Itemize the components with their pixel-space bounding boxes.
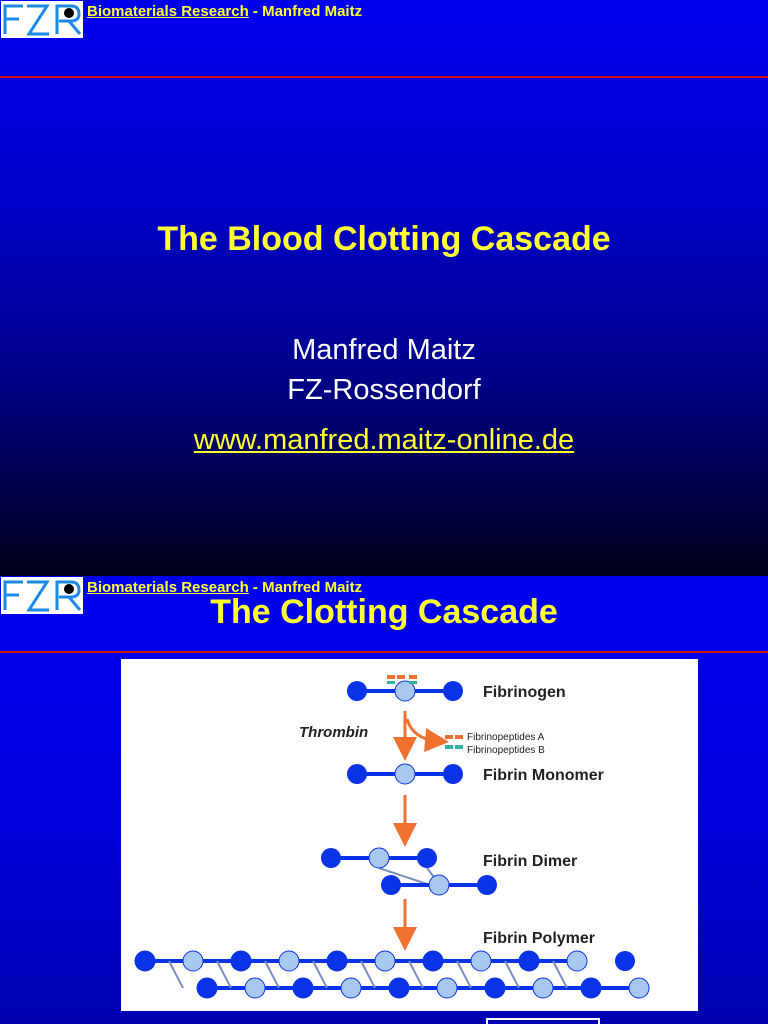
fibrin-polymer-label: Fibrin Polymer	[483, 930, 595, 947]
fibrin-polymerization-diagram: Fibrinogen Thrombin Fibrinopeptides A Fi…	[121, 659, 698, 1011]
fibrin-polymer-molecule	[134, 950, 650, 999]
polymer-node	[470, 950, 492, 972]
polymer-node	[374, 950, 396, 972]
polymer-node	[519, 951, 539, 971]
fibrin-diagram-svg: Fibrinogen Thrombin Fibrinopeptides A Fi…	[134, 675, 650, 999]
bottom-frame	[486, 1018, 600, 1024]
polymer-node	[532, 977, 554, 999]
fibrinopeptide-b-label: Fibrinopeptides B	[467, 745, 545, 756]
header-separator: -	[248, 3, 263, 20]
fibrinopeptide-a-label: Fibrinopeptides A	[467, 732, 545, 743]
header-author: Manfred Maitz	[262, 579, 363, 596]
peptide-release-arrow	[405, 718, 449, 752]
fibrin-monomer-label: Fibrin Monomer	[483, 767, 604, 784]
header-separator: -	[248, 579, 263, 596]
polymer-node	[340, 977, 362, 999]
biomaterials-link[interactable]: Biomaterials Research	[87, 579, 249, 596]
biomaterials-link[interactable]: Biomaterials Research	[87, 3, 249, 20]
clotting-cascade-slide: Biomaterials Research - Manfred Maitz Th…	[0, 576, 768, 1024]
polymer-node	[436, 977, 458, 999]
polymer-node	[278, 950, 300, 972]
polymer-node	[134, 950, 156, 972]
fibrin-dimer-label: Fibrin Dimer	[483, 853, 577, 870]
polymer-node	[244, 977, 266, 999]
fibrinogen-label: Fibrinogen	[483, 684, 566, 701]
polymer-node	[231, 951, 251, 971]
header-divider	[0, 651, 768, 653]
polymer-node	[182, 950, 204, 972]
fzr-logo	[1, 1, 83, 38]
header-author: Manfred Maitz	[262, 3, 363, 20]
polymer-node	[580, 977, 602, 999]
polymer-node	[484, 977, 506, 999]
slide-title: The Clotting Cascade	[210, 593, 558, 631]
thrombin-label: Thrombin	[299, 724, 368, 741]
polymer-node	[423, 951, 443, 971]
fibrin-monomer-molecule	[347, 763, 463, 785]
polymer-node	[196, 977, 218, 999]
polymer-node	[615, 951, 635, 971]
polymer-node	[327, 951, 347, 971]
slide-title: The Blood Clotting Cascade	[157, 220, 611, 258]
author-name: Manfred Maitz	[292, 334, 476, 366]
institution: FZ-Rossendorf	[287, 374, 481, 406]
fzr-logo	[1, 577, 83, 614]
polymer-node	[628, 977, 650, 999]
website-link[interactable]: www.manfred.maitz-online.de	[193, 424, 575, 456]
fibrin-dimer-molecule	[321, 847, 497, 896]
fibrinogen-molecule	[347, 675, 463, 702]
header-divider	[0, 76, 768, 78]
polymer-node	[566, 950, 588, 972]
polymer-node	[292, 977, 314, 999]
title-slide: Biomaterials Research - Manfred Maitz Th…	[0, 0, 768, 576]
header-text: Biomaterials Research - Manfred Maitz	[87, 579, 362, 596]
polymer-node	[388, 977, 410, 999]
header-text: Biomaterials Research - Manfred Maitz	[87, 3, 362, 20]
